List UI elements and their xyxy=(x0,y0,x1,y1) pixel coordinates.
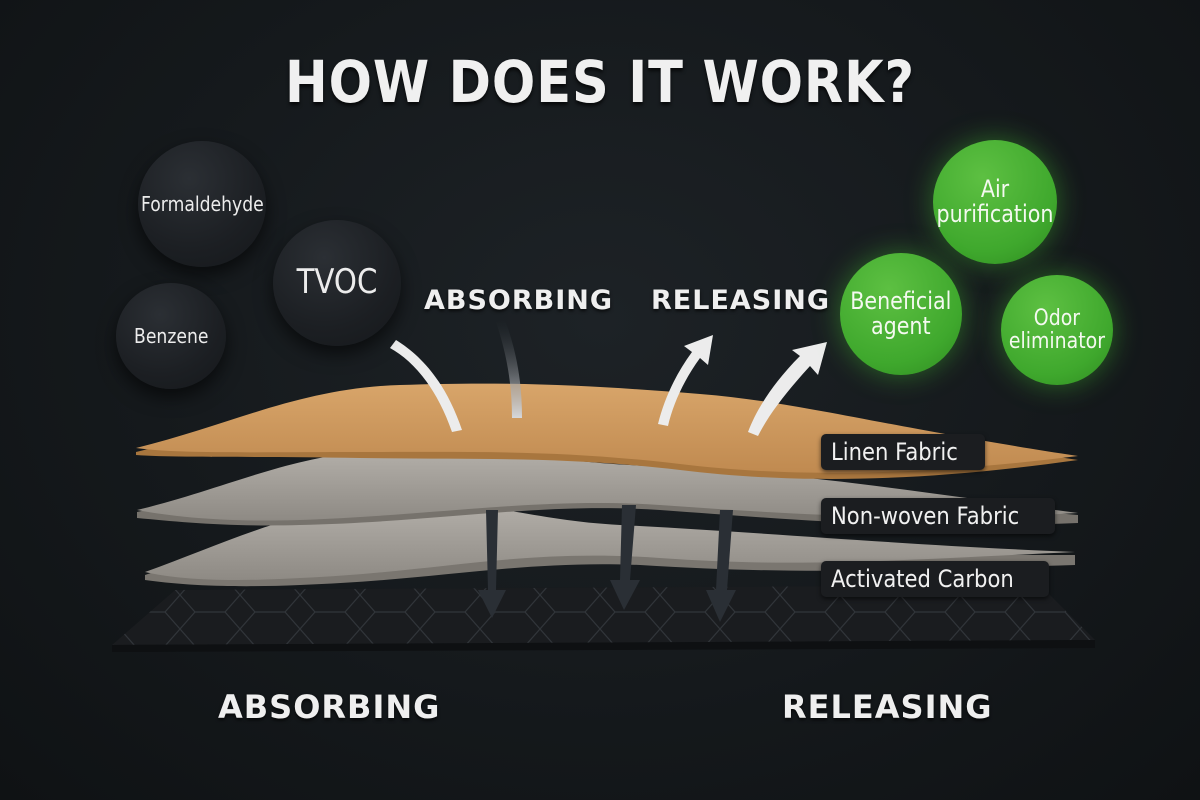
benefit-bubble-beneficial-agent: Beneficial agent xyxy=(840,253,962,375)
pollutant-label: TVOC xyxy=(296,262,378,303)
benefit-label: Beneficial agent xyxy=(850,286,952,340)
layer-label-linen: Linen Fabric xyxy=(821,434,986,470)
benefit-label: Air purification xyxy=(936,174,1054,228)
pollutant-bubble-tvoc: TVOC xyxy=(273,220,401,346)
absorbing-label-top: ABSORBING xyxy=(424,285,614,316)
absorbing-down-arrows xyxy=(478,505,736,622)
layer-label-activated-carbon: Activated Carbon xyxy=(821,561,1049,597)
releasing-up-arrow-2 xyxy=(748,342,827,436)
pollutant-bubble-benzene: Benzene xyxy=(116,283,226,389)
down-arrow-icon xyxy=(478,510,506,618)
layer-label-non-woven: Non-woven Fabric xyxy=(821,498,1055,534)
pollutant-bubble-formaldehyde: Formaldehyde xyxy=(138,141,266,267)
pollutant-label: Formaldehyde xyxy=(140,191,264,216)
absorbing-in-arrow-2 xyxy=(496,320,522,418)
absorbing-label-bottom: ABSORBING xyxy=(218,688,441,726)
releasing-label-bottom: RELEASING xyxy=(782,688,993,726)
down-arrow-icon xyxy=(610,505,640,610)
page-title: HOW DOES IT WORK? xyxy=(284,48,915,116)
pollutant-label: Benzene xyxy=(133,323,209,348)
absorbing-in-arrow-1 xyxy=(390,340,462,432)
benefit-bubble-air-purification: Air purification xyxy=(933,140,1057,264)
benefit-bubble-odor-eliminator: Odor eliminator xyxy=(1001,275,1113,385)
benefit-label: Odor eliminator xyxy=(1008,305,1106,354)
carbon-base-plate xyxy=(112,585,1095,652)
down-arrow-icon xyxy=(706,510,736,622)
releasing-label-top: RELEASING xyxy=(651,285,831,316)
releasing-up-arrow-1 xyxy=(658,335,713,426)
